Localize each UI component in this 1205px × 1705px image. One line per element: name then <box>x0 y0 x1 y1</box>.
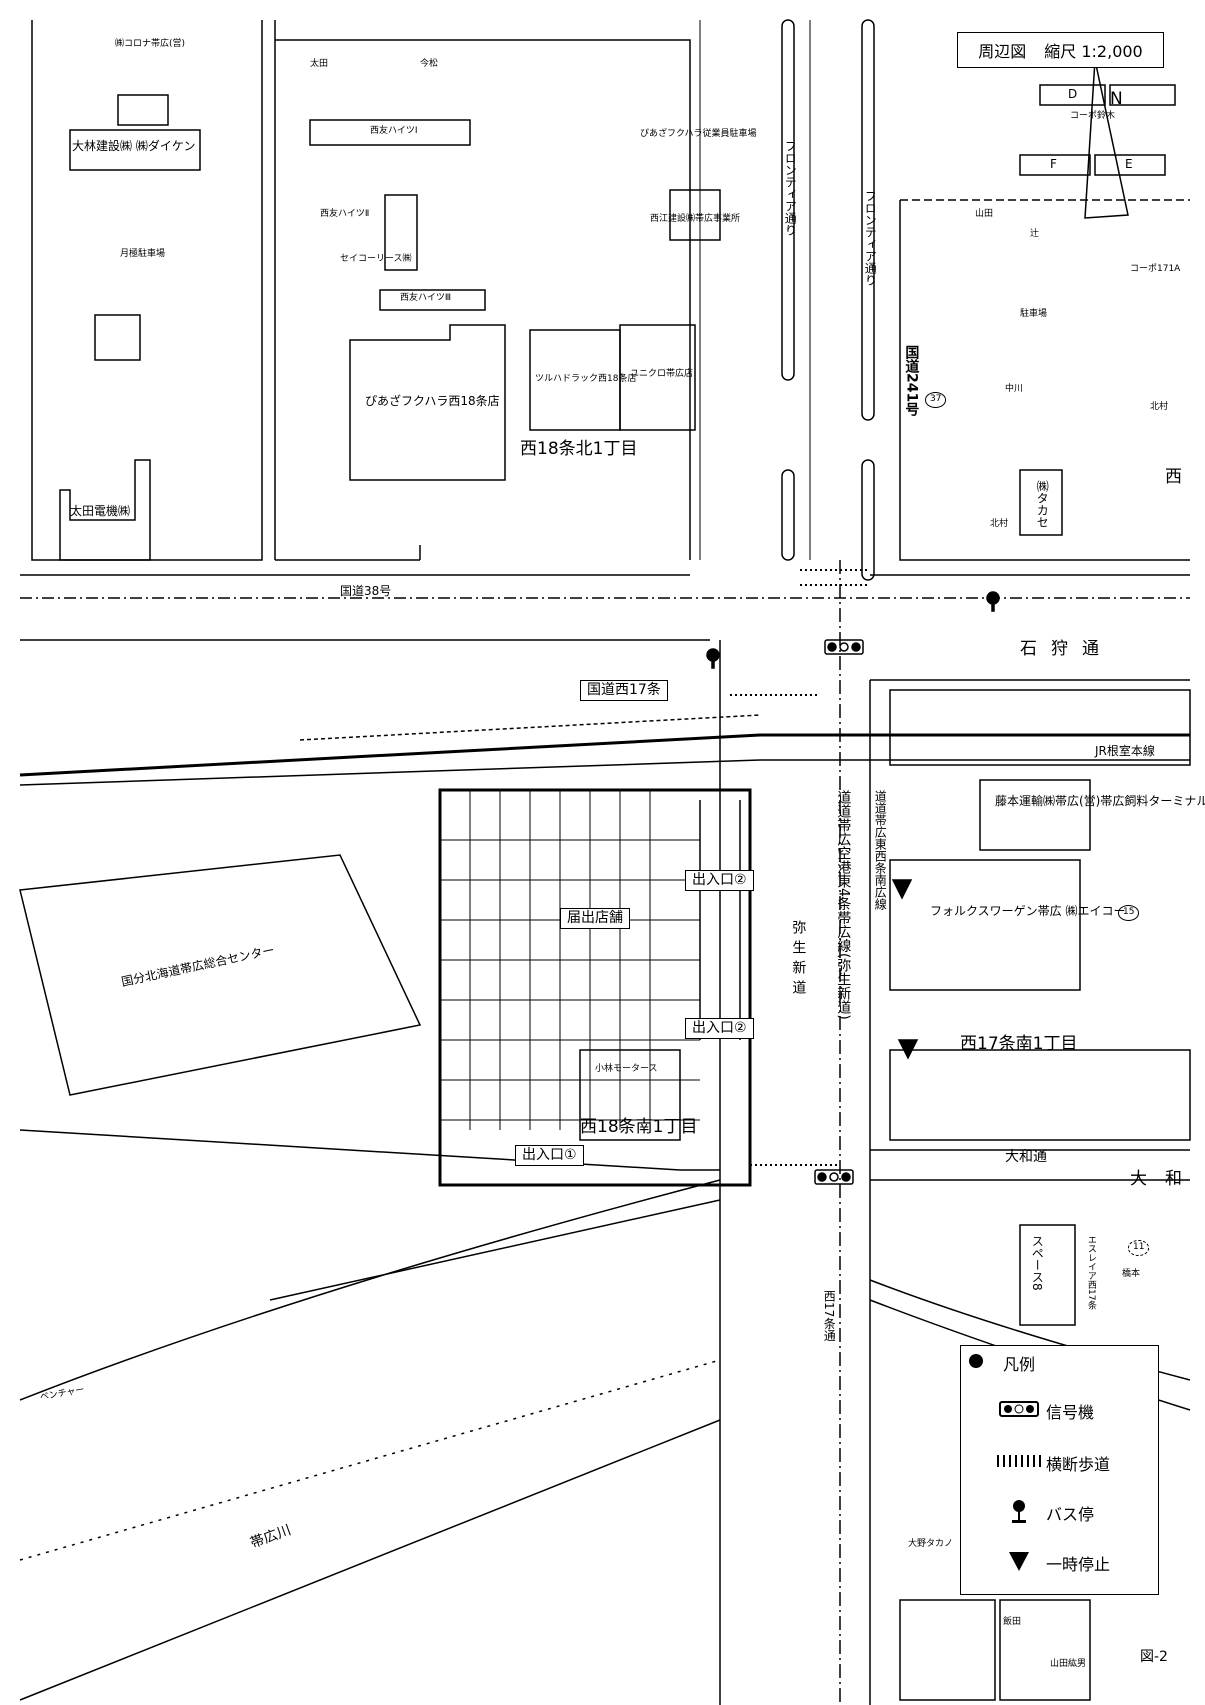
rail-jr: JR根室本線 <box>1095 744 1155 758</box>
bldg-ohno-takano: 大野タカノ <box>908 1539 954 1549</box>
bldg-nishie: 西江建設㈱帯広事業所 <box>650 214 741 224</box>
bldg-tsuruha: ツルハドラック西18条店 <box>535 374 637 384</box>
bldg-ota-denki: 太田電機㈱ <box>70 504 131 518</box>
bldg-piasa-parking: ぴあざフクハラ従業員駐車場 <box>640 129 757 139</box>
stop-triangle-icon <box>897 1039 919 1060</box>
bus-stop-label: 国道西17条 <box>580 680 668 702</box>
bldg-hashimoto: 橋本 <box>1122 1269 1141 1279</box>
route-num-15: 15 <box>1118 905 1140 921</box>
bldg-kobayashi-motors: 小林モータース <box>595 1064 658 1074</box>
traffic-signal-icon <box>989 1398 1049 1420</box>
bldg-nishitomo2: 西友ハイツⅡ <box>320 209 370 219</box>
bldg-iida: 飯田 <box>1003 1617 1022 1627</box>
bus-stop-icon <box>986 591 1000 612</box>
legend: 凡例 信号機 横断歩道 バス停 一時停止 <box>960 1345 1159 1595</box>
legend-bullet-icon <box>969 1354 983 1368</box>
bldg-nakagawa: 中川 <box>1005 384 1024 394</box>
road-dodo2: 道道帯広東西条南広線 <box>873 790 888 910</box>
district-s17-1: 西17条南1丁目 <box>960 1034 1078 1054</box>
legend-heading: 凡例 <box>1003 1355 1036 1374</box>
map-title: 周辺図 縮尺 1:2,000 <box>957 32 1164 68</box>
bldg-imamatsu: 今松 <box>420 59 439 69</box>
north-arrow-label: N <box>1110 89 1123 109</box>
bldg-kitamura-2: 北村 <box>1150 402 1169 412</box>
bldg-kobo-suzuki: コーポ鈴木 <box>1070 111 1116 121</box>
bldg-kobo171a: コーポ171A <box>1130 264 1181 274</box>
road-yayoi: 弥生新道 <box>790 920 807 1000</box>
bldg-tsuji: 辻 <box>1030 229 1040 239</box>
block-outline <box>31 20 263 561</box>
bldg-seikou: セイコーリース㈱ <box>340 254 412 264</box>
legend-label: 信号機 <box>1046 1403 1095 1422</box>
legend-item-bus-stop: バス停 <box>961 1496 1158 1526</box>
title-scale: 縮尺 1:2,000 <box>1044 42 1143 61</box>
bldg-ohbayashi: 大林建設㈱ ㈱ダイケン <box>72 139 196 153</box>
bldg-kobo-e: E <box>1125 157 1133 171</box>
bus-stop-icon <box>989 1500 1049 1523</box>
legend-label: 横断歩道 <box>1046 1455 1111 1474</box>
road-frontier-2: フロンティア通り <box>863 190 878 286</box>
bldg-yamada-kohei: 山田紘男 <box>1050 1659 1087 1669</box>
route-num-11: 11 <box>1128 1240 1150 1256</box>
figure-label: 図-2 <box>1140 1649 1168 1665</box>
road-yamato-label: 大和 <box>1130 1169 1200 1189</box>
legend-label: 一時停止 <box>1046 1555 1111 1574</box>
legend-item-stop: 一時停止 <box>961 1546 1158 1576</box>
road-kokudo38: 国道38号 <box>340 584 392 598</box>
legend-label: バス停 <box>1046 1505 1095 1524</box>
bldg-volks: フォルクスワーゲン帯広 ㈱エイコー <box>930 904 1126 918</box>
road-nishi17: 西17条通 <box>822 1290 837 1342</box>
stop-triangle-icon <box>891 879 913 900</box>
traffic-signal-icon <box>814 1169 854 1185</box>
bldg-piasa: ぴあざフクハラ西18条店 <box>365 394 500 408</box>
road-frontier: フロンティア通り <box>783 140 798 236</box>
traffic-signal-icon <box>824 639 864 655</box>
road-yamato: 大和通 <box>1005 1149 1047 1165</box>
district-n18-1: 西18条北1丁目 <box>520 439 638 459</box>
legend-item-crosswalk: 横断歩道 <box>961 1446 1158 1476</box>
store-label: 届出店舗 <box>560 908 630 930</box>
road-ishikari: 石狩通 <box>1020 639 1113 659</box>
bldg-corona: ㈱コロナ帯広(営) <box>115 39 186 49</box>
bldg-tsukigime: 月極駐車場 <box>120 249 166 259</box>
bldg-esrayer: エスレイア西17条 <box>1085 1235 1096 1310</box>
district-s18-1: 西18条南1丁目 <box>580 1117 698 1137</box>
title-name: 周辺図 <box>978 42 1027 61</box>
bldg-nishitomo3: 西友ハイツⅢ <box>400 293 452 303</box>
bldg-fujimoto: 藤本運輸㈱帯広(営)帯広飼料ターミナル <box>995 794 1205 808</box>
bldg-kobo-f: F <box>1050 157 1057 171</box>
road-route241: 国道241号 <box>903 345 920 417</box>
bldg-kobo-d: D <box>1068 87 1078 101</box>
stop-sign-triangle-icon <box>989 1550 1049 1572</box>
district-nishi: 西 <box>1165 467 1182 487</box>
bldg-yamada: 山田 <box>975 209 994 219</box>
crosswalk-icon <box>989 1450 1049 1472</box>
bldg-parking: 駐車場 <box>1020 309 1048 319</box>
bldg-ota: 太田 <box>310 59 329 69</box>
entrance-2a: 出入口② <box>685 870 754 892</box>
bldg-takase: ㈱タカセ <box>1035 480 1050 528</box>
legend-item-signal: 信号機 <box>961 1394 1158 1424</box>
road-dodo: 道道帯広空港東4条帯広線(弥生新道) <box>835 790 852 1020</box>
bldg-nishitomo1: 西友ハイツⅠ <box>370 126 418 136</box>
bldg-space8: スペース8 <box>1030 1235 1045 1291</box>
route-num-37: 37 <box>925 392 947 408</box>
entrance-1: 出入口① <box>515 1145 584 1167</box>
bldg-uniqlo: ユニクロ帯広店 <box>630 369 694 379</box>
bldg-kitamura: 北村 <box>990 519 1009 529</box>
bus-stop-icon <box>706 648 720 669</box>
entrance-2b: 出入口② <box>685 1018 754 1040</box>
